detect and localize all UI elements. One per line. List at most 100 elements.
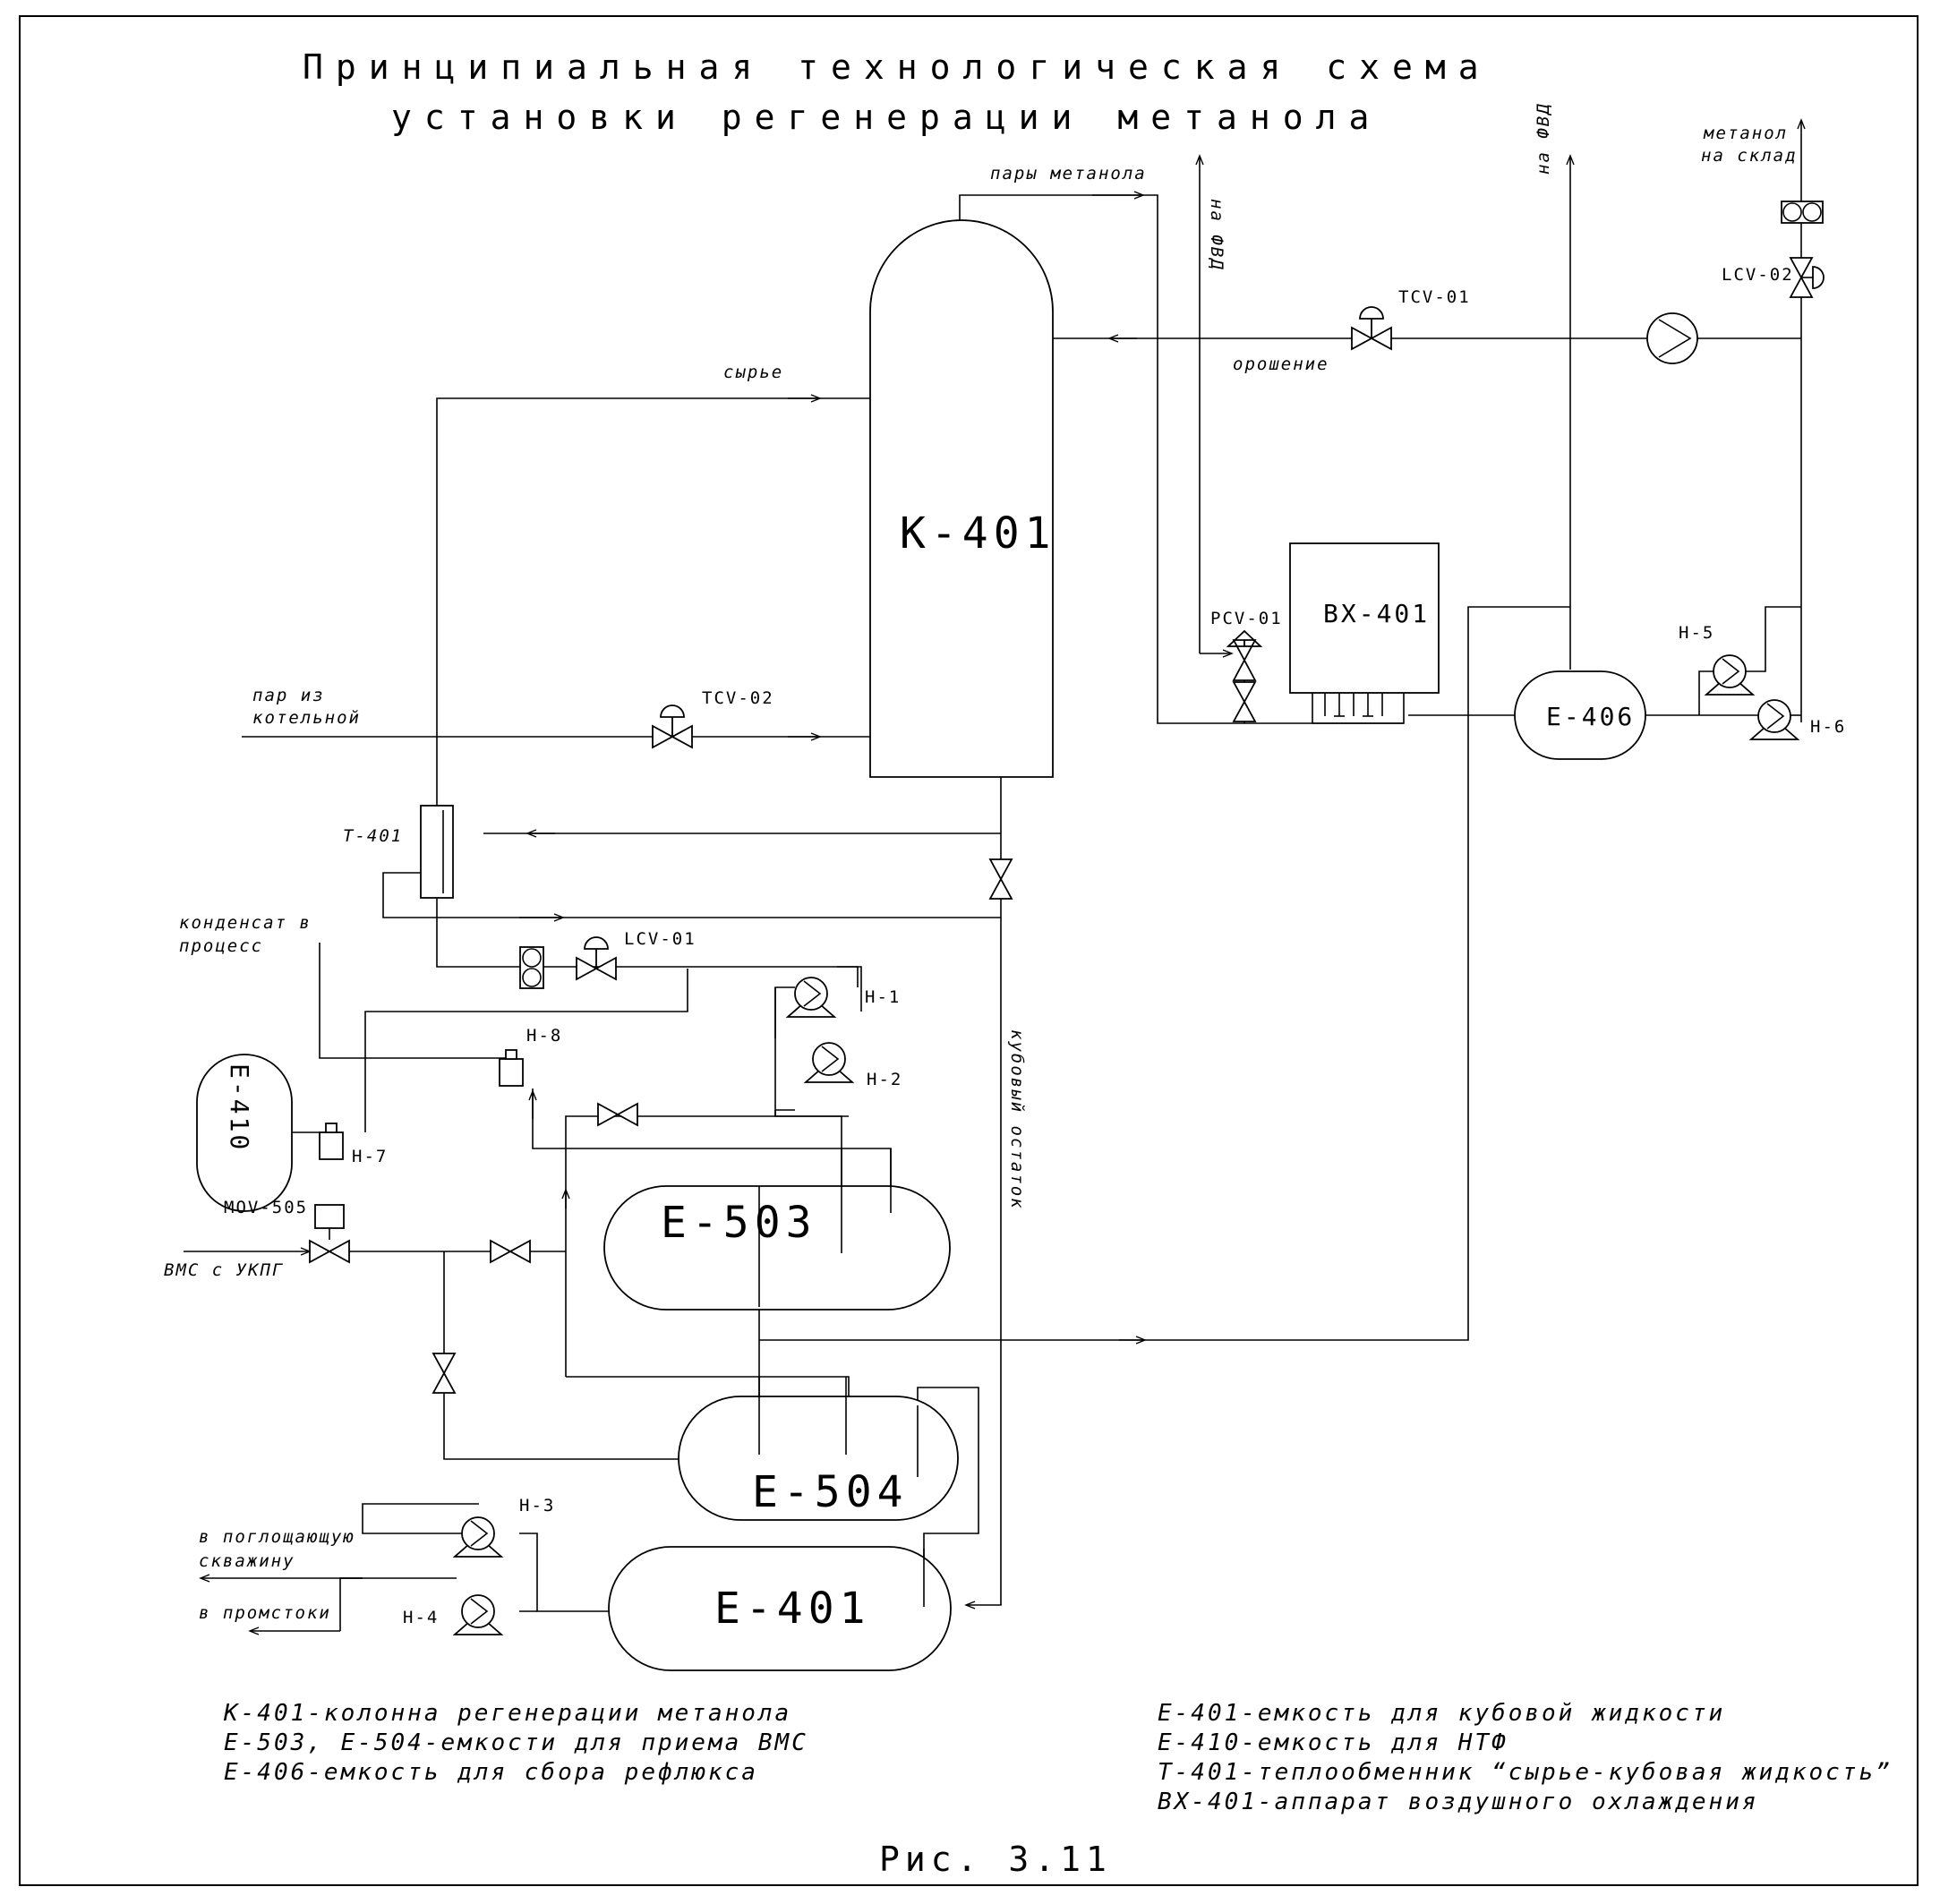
e410-to-lcv [364, 969, 688, 1132]
h5-discharge [1746, 606, 1801, 672]
e406-vent-line [1467, 606, 1570, 715]
t401-to-pumps [436, 898, 862, 1012]
column-k401[interactable] [869, 219, 1054, 778]
pcv01-block-valve[interactable] [1233, 681, 1256, 722]
drain-label: в промстоки [199, 1603, 331, 1623]
vessel-e401[interactable] [608, 1546, 952, 1671]
to-fvd-label-2: на ФВД [1534, 102, 1553, 175]
legend-left-item: E-406-емкость для сбора рефлюкса [224, 1759, 758, 1786]
vessel-dip-pipes [758, 1148, 925, 1607]
methanol-vapors-label: пары метанола [990, 164, 1147, 184]
h1-label: H-1 [865, 987, 901, 1007]
h3-label: H-3 [519, 1496, 555, 1516]
t401-label: T-401 [343, 826, 403, 846]
pump-h6[interactable] [1750, 699, 1799, 740]
feed-line [436, 397, 870, 806]
vessel-e410[interactable] [196, 1054, 293, 1212]
h1-discharge [837, 966, 859, 987]
heat-exchanger-t401[interactable] [420, 805, 454, 899]
bypass-to-e504 [443, 1251, 680, 1460]
e406-label: E-406 [1546, 702, 1635, 731]
bottoms-line [964, 777, 1002, 1609]
flowmeter-lcv01-line [519, 946, 544, 989]
e410-label: E-410 [225, 1063, 254, 1152]
condensate-label-2: процесс [179, 936, 263, 956]
storage-label-2: на склад [1701, 146, 1798, 166]
bottoms-label: кубовый остаток [1007, 1029, 1027, 1210]
h7-label: H-7 [352, 1147, 388, 1166]
control-valve-tcv02[interactable] [652, 704, 693, 748]
motor-valve-mov505[interactable] [309, 1240, 350, 1263]
to-fvd-label-1: на ФВД [1207, 199, 1226, 271]
h2-discharge [774, 1110, 849, 1117]
page-frame [19, 15, 1919, 1886]
control-valve-pcv01[interactable] [1226, 629, 1263, 681]
vms-block-valve[interactable] [490, 1240, 531, 1263]
storage-label-1: метанол [1703, 124, 1788, 143]
vessel-e406[interactable] [1514, 670, 1646, 760]
e504-label: E-504 [752, 1467, 909, 1517]
tcv01-label: TCV-01 [1398, 287, 1471, 307]
steam-label-1: пар из [252, 686, 325, 705]
vessel-e503[interactable] [603, 1185, 951, 1311]
feed-label: сырье [723, 363, 783, 382]
air-cooler-bx401[interactable] [1289, 542, 1440, 694]
pump-h7[interactable] [319, 1123, 344, 1160]
bx401-nozzles [1312, 693, 1405, 724]
h4-label: H-4 [403, 1608, 439, 1627]
h2-label: H-2 [867, 1070, 902, 1089]
h1-h2-suction [774, 987, 795, 1111]
h3-loop [362, 1503, 479, 1534]
figure-caption: Рис. 3.11 [879, 1840, 1112, 1879]
pcv01-label: PCV-01 [1210, 609, 1283, 628]
k401-label: K-401 [900, 508, 1056, 559]
e401-label: E-401 [714, 1584, 871, 1634]
reflux-pump[interactable] [1646, 312, 1698, 364]
bottoms-block-valve[interactable] [989, 858, 1013, 900]
title-line-2: установки регенерации метанола [391, 98, 1381, 137]
pump-h5[interactable] [1705, 654, 1754, 696]
title-line-1: Принципиальная технологическая схема [303, 47, 1491, 87]
methanol-vapor-line [959, 194, 1404, 724]
pump-h3[interactable] [454, 1516, 502, 1558]
legend-left-item: K-401-колонна регенерации метанола [223, 1700, 791, 1727]
vessel-e504[interactable] [678, 1396, 959, 1521]
control-valve-lcv01[interactable] [576, 936, 617, 980]
steam-label-2: котельной [252, 708, 361, 728]
h5-label: H-5 [1679, 623, 1714, 643]
pump-h8[interactable] [499, 1049, 524, 1087]
e401-to-h3 [519, 1533, 609, 1612]
absorb-label-1: в поглощающую [199, 1527, 355, 1547]
mov505-label: MOV-505 [224, 1198, 308, 1217]
pump-h4[interactable] [454, 1594, 502, 1635]
control-valve-tcv01[interactable] [1351, 306, 1392, 350]
legend-right-item: T-401-теплообменник “сырье-кубовая жидко… [1158, 1759, 1893, 1786]
lcv02-actuator [1812, 266, 1825, 289]
condensate-line [319, 943, 509, 1074]
lcv01-label: LCV-01 [624, 929, 697, 949]
reflux-label: орошение [1233, 354, 1329, 374]
h1-suction [774, 986, 795, 1038]
pump-h2[interactable] [805, 1042, 853, 1083]
legend-left-item: E-503, E-504-емкости для приема ВМС [224, 1729, 808, 1756]
legend-right: E-401-емкость для кубовой жидкости E-410… [1158, 1700, 1893, 1815]
legend-left: K-401-колонна регенерации метанола E-503… [223, 1700, 808, 1786]
bypass-valve[interactable] [432, 1353, 456, 1394]
h6-label: H-6 [1810, 717, 1846, 737]
bx401-label: BX-401 [1323, 599, 1430, 628]
legend-right-item: BX-401-аппарат воздушного охлаждения [1158, 1789, 1759, 1815]
legend-right-item: E-401-емкость для кубовой жидкости [1158, 1700, 1725, 1727]
mov505-actuator [314, 1204, 345, 1229]
h4-discharge [339, 1577, 363, 1631]
legend-right-item: E-410-емкость для НТФ [1158, 1729, 1508, 1756]
tcv02-label: TCV-02 [702, 688, 774, 708]
e503-to-e406-line [759, 715, 1469, 1341]
vms-label: ВМС с УКПГ [164, 1260, 284, 1280]
e503-inlet-valve[interactable] [597, 1103, 638, 1126]
pump-h1[interactable] [787, 977, 835, 1018]
h8-label: H-8 [526, 1026, 562, 1046]
lcv02-label: LCV-02 [1722, 265, 1794, 285]
condensate-label-1: конденсат в [179, 913, 312, 933]
absorb-label-2: скважину [199, 1551, 295, 1571]
